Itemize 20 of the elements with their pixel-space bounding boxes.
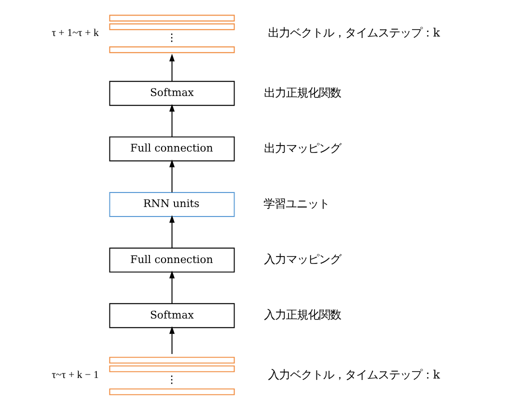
- arrow: [169, 54, 175, 82]
- node-label: τ~τ + k − 1: [52, 370, 99, 382]
- arrow: [169, 160, 175, 193]
- node-box: RNN units: [109, 192, 235, 217]
- node-label: 出力マッピング: [264, 140, 341, 155]
- node-label: 入力正規化関数: [264, 308, 341, 322]
- node-box: Full connection: [109, 136, 235, 162]
- arrow: [169, 104, 175, 138]
- node-box: Softmax: [109, 303, 235, 328]
- node-box: Full connection: [109, 248, 235, 273]
- arrow: [169, 215, 175, 248]
- node-label: 学習ユニット: [264, 196, 330, 210]
- node-box: Softmax: [109, 80, 235, 106]
- arrow: [169, 326, 175, 354]
- node-label: 出力ベクトル，タイムステップ：k: [268, 25, 440, 40]
- node-label: τ + 1~τ + k: [52, 28, 99, 40]
- node-label: 出力正規化関数: [264, 85, 341, 100]
- arrow: [169, 270, 175, 304]
- node-label: 入力ベクトル，タイムステップ：k: [268, 367, 440, 382]
- node-label: 入力マッピング: [264, 252, 341, 266]
